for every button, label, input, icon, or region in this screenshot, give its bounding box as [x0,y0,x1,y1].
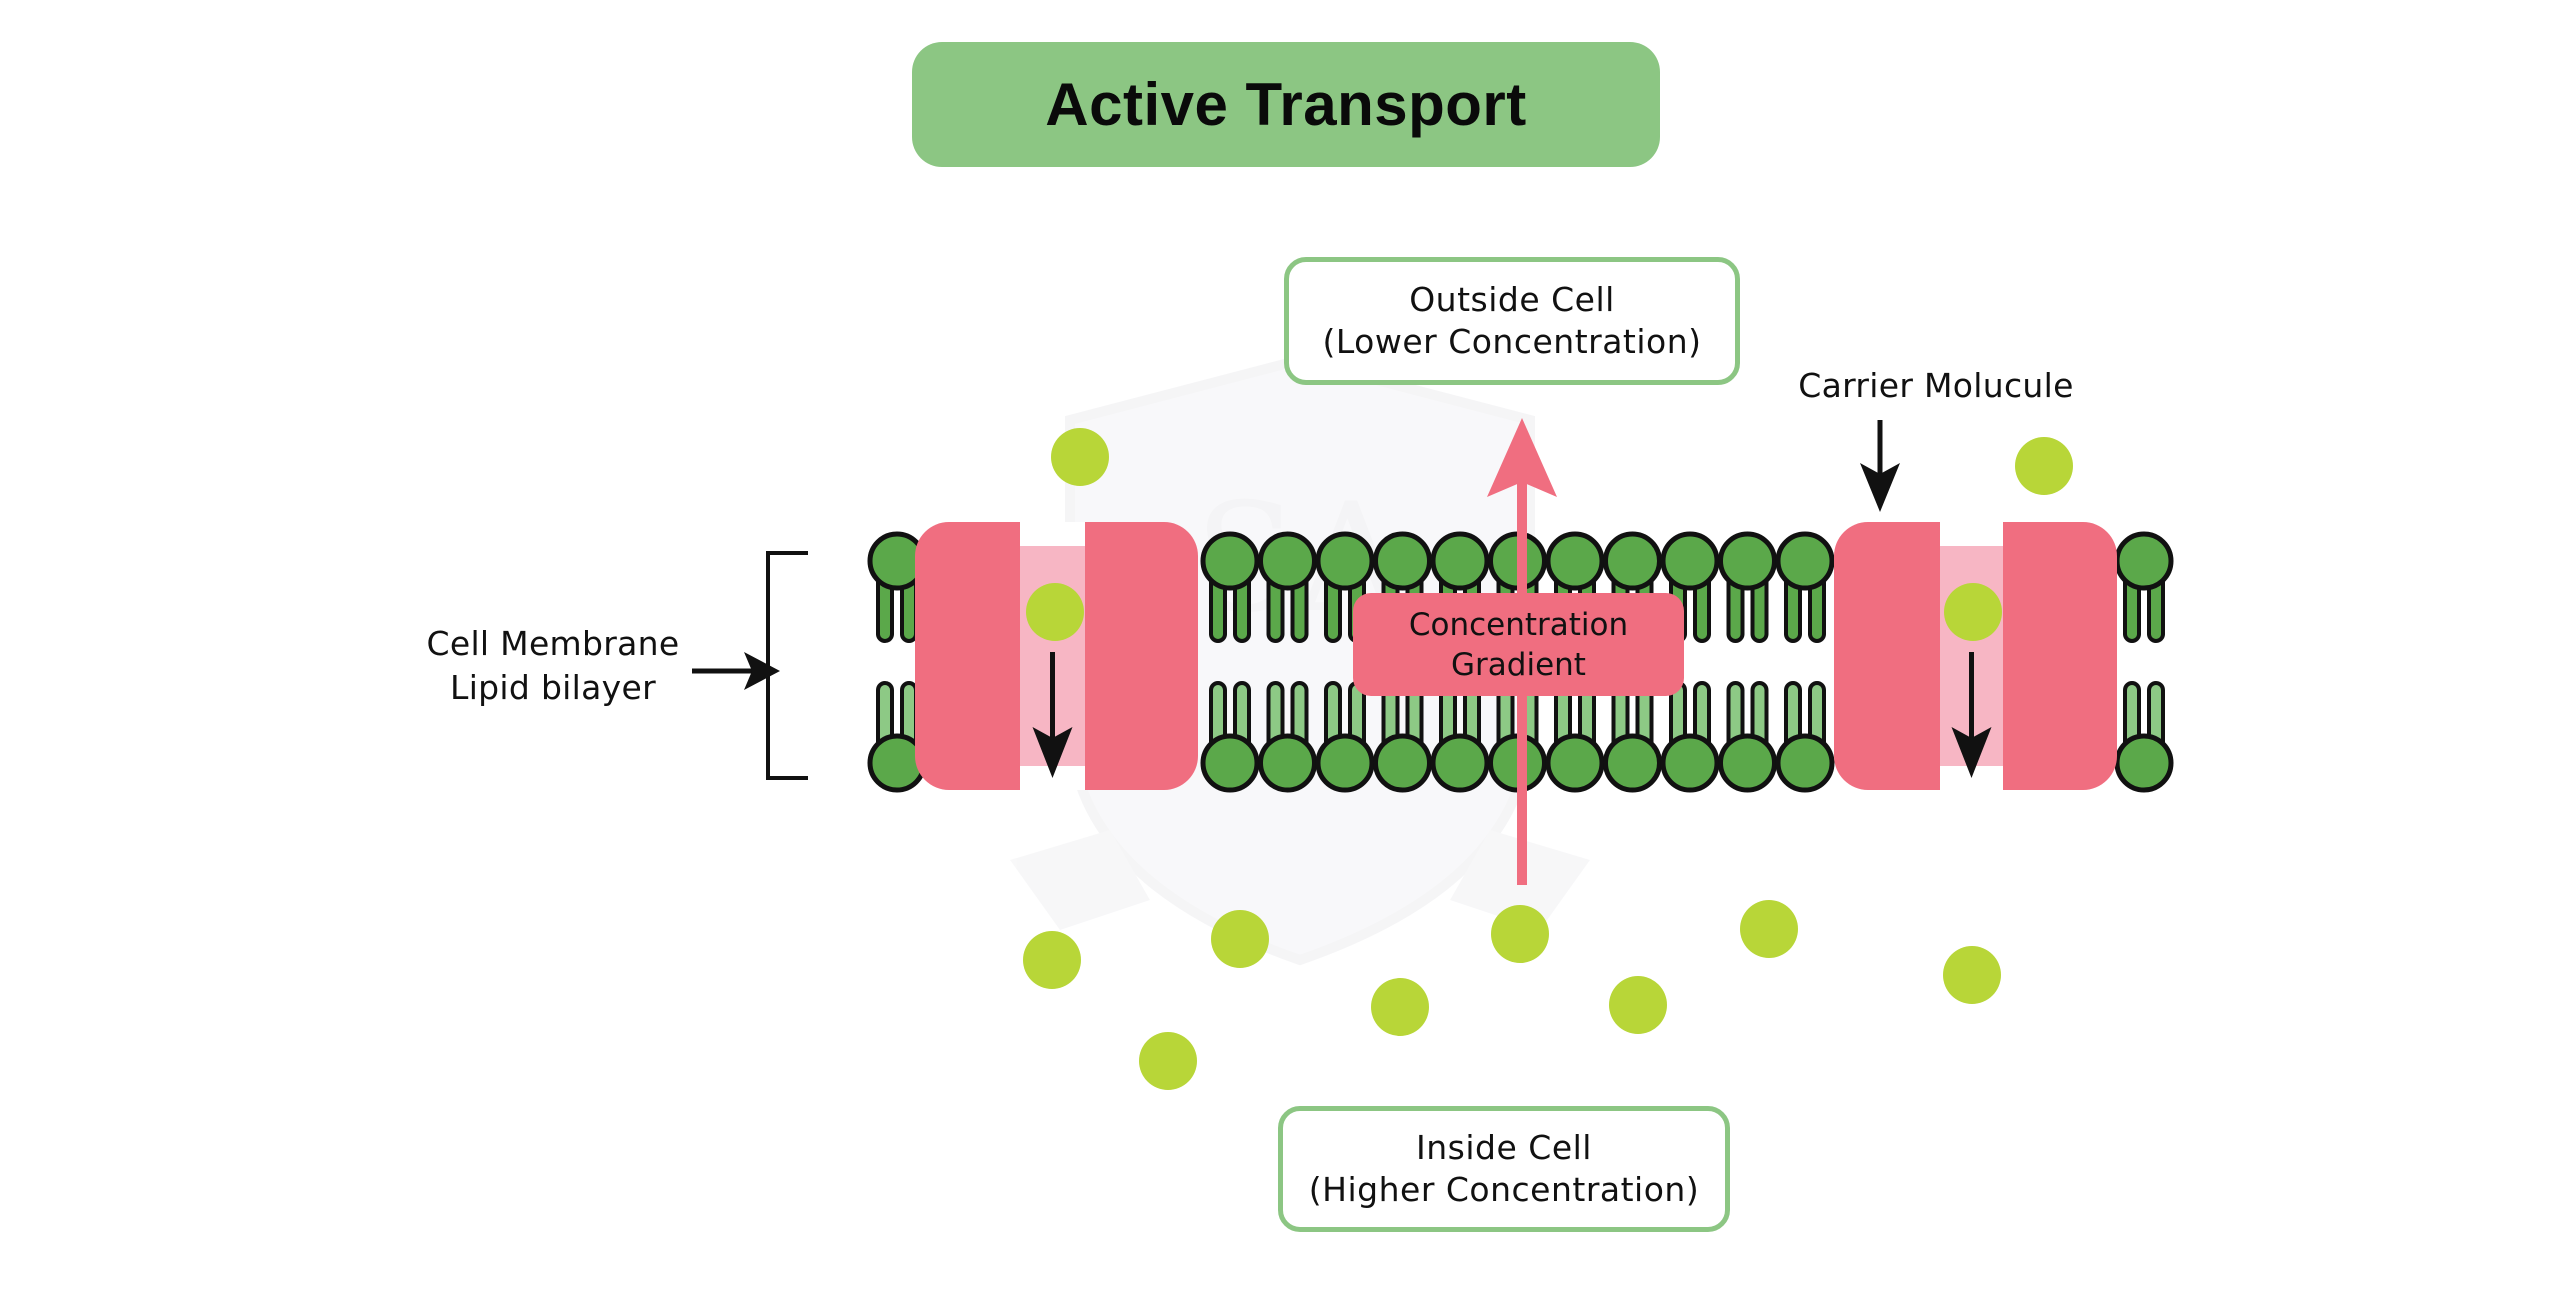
phosphate-head [1718,733,1777,793]
phospholipid-inner [1315,681,1375,793]
phospholipid-inner [1258,681,1317,793]
inside-cell-label: Inside Cell [1416,1128,1592,1167]
phosphate-head [1775,531,1835,591]
outside-cell-label-box: Outside Cell (Lower Concentration) [1284,257,1740,385]
solute-molecule [1491,905,1549,963]
phosphate-head [2114,531,2174,591]
phospholipid-inner [1603,681,1662,793]
solute-molecule [1026,583,1084,641]
phosphate-head [1660,733,1720,793]
phosphate-head [1545,733,1605,793]
phosphate-head [1718,531,1777,591]
phosphate-head [1258,531,1317,591]
cell-membrane-label-line1: Cell Membrane [426,624,680,663]
membrane-label-arrow [692,652,780,690]
phosphate-head [2114,733,2174,793]
phosphate-head [1200,531,1260,591]
phosphate-head [1603,531,1662,591]
phosphate-head [1660,531,1720,591]
phospholipid-outer [1718,531,1777,643]
phosphate-head [1315,733,1375,793]
phospholipid-outer [1258,531,1317,643]
carrier-protein-2 [1834,522,2117,790]
solute-molecule [1139,1032,1197,1090]
page-title: Active Transport [1045,71,1527,138]
phosphate-head [1603,733,1662,793]
carrier-molecule-label: Carrier Molucule [1798,366,2074,405]
inside-cell-concentration: (Higher Concentration) [1308,1170,1700,1209]
solute-molecule [1943,946,2001,1004]
title-banner: Active Transport [912,42,1660,167]
phospholipid-inner [1660,681,1720,793]
phosphate-head [1373,733,1432,793]
phospholipid-outer [867,531,927,643]
phosphate-head [1373,531,1432,591]
outside-cell-label: Outside Cell [1409,280,1615,319]
phospholipid-inner [1545,681,1605,793]
cell-membrane-label: Cell Membrane Lipid bilayer [412,622,694,710]
carrier-protein-1 [915,522,1198,790]
phosphate-head [1430,733,1490,793]
concentration-gradient-label-line1: Concentration [1408,606,1629,643]
phospholipid-inner [1430,681,1490,793]
concentration-gradient-label-line2: Gradient [1451,646,1586,683]
cell-membrane-label-line2: Lipid bilayer [450,668,656,707]
solute-molecule [1051,428,1109,486]
membrane-bracket [766,551,808,780]
phosphate-head [1315,531,1375,591]
phospholipid-outer [2114,531,2174,643]
solute-molecule [2015,437,2073,495]
phosphate-head [1430,531,1490,591]
solute-molecule [1023,931,1081,989]
concentration-gradient-label-box: Concentration Gradient [1353,593,1684,696]
carrier-label-arrow [1860,420,1900,512]
outside-cell-concentration: (Lower Concentration) [1322,322,1702,361]
solute-molecule [1371,978,1429,1036]
solute-molecule [1211,910,1269,968]
phosphate-head [1545,531,1605,591]
phospholipid-inner [1775,681,1835,793]
transport-arrow-icon [1951,727,1992,778]
solute-molecule [1609,976,1667,1034]
phospholipid-inner [1200,681,1260,793]
solute-molecules [1023,428,2073,1090]
phospholipid-inner [2114,681,2174,793]
carrier-proteins [915,522,2117,790]
inside-cell-label-box: Inside Cell (Higher Concentration) [1278,1106,1730,1232]
phospholipid-inner [1373,681,1432,793]
phospholipid-outer [1200,531,1260,643]
phospholipid-inner [1718,681,1777,793]
solute-molecule [1740,900,1798,958]
phosphate-head [1200,733,1260,793]
phosphate-head [1258,733,1317,793]
solute-molecule [1944,583,2002,641]
phosphate-head [1775,733,1835,793]
phospholipid-outer [1775,531,1835,643]
transport-arrow-icon [1032,727,1073,778]
